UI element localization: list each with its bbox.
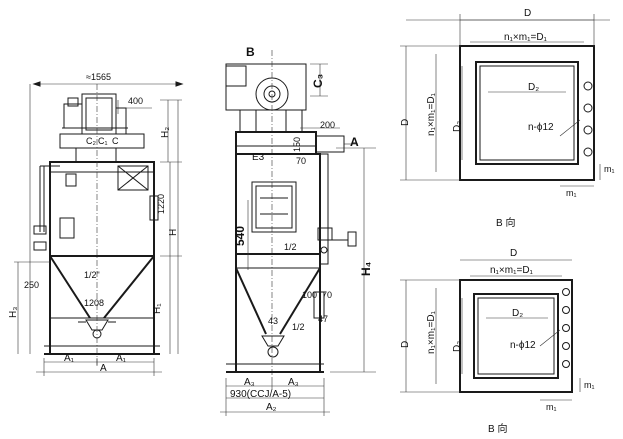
label-half-bottom: 1/2 [292,322,305,332]
bottom-caption: B 向 [488,422,507,435]
top-m1-side: m₁ [604,164,615,174]
label-h1: H₁ [152,303,163,314]
dim-1565: ≈1565 [86,72,111,82]
label-a3-right: A₃ [288,377,299,388]
label-h4: H₄ [359,261,373,276]
label-70-bottom: 70 [322,290,332,300]
label-100: 100 [302,290,317,300]
bottom-nm: n₁×m₁=D₁ [426,310,437,354]
label-47: 47 [318,314,328,324]
top-caption: B 向 [496,216,515,229]
label-e3: E3 [252,152,265,163]
label-c2: C₂ [86,136,96,146]
label-540: 540 [233,226,247,246]
label-250: 250 [24,280,39,290]
label-half-inch: 1/2" [84,270,100,280]
middle-elevation-view: B C₃ 200 A E3 150 70 540 1/2 H₄ 100 70 4… [220,45,376,416]
bottom-n-phi: n-ϕ12 [510,340,536,351]
label-c1: C₁ [98,136,108,146]
label-200: 200 [320,120,335,130]
top-m1: m₁ [566,188,577,198]
label-a2: A₂ [266,402,277,413]
bottom-d2-inner: D₂ [512,308,523,319]
top-n-phi: n-ϕ12 [528,122,554,133]
label-a: A [100,363,107,374]
label-c3: C₃ [311,74,325,88]
label-a1-right: A₁ [116,353,127,364]
top-nm: n₁×m₁=D₁ [426,92,437,136]
top-n1m1: n₁×m₁=D₁ [504,32,548,43]
top-d2-inner: D₂ [528,82,539,93]
label-b: B [246,45,255,59]
bottom-m1-side: m₁ [584,380,595,390]
label-150: 150 [292,137,302,152]
top-d-side: D [400,119,411,126]
bottom-n1m1: n₁×m₁=D₁ [490,265,534,276]
bottom-d-side: D [400,341,411,348]
bottom-d: D [510,248,517,259]
label-h3: H₃ [8,307,19,318]
dim-400: 400 [128,96,143,106]
label-half: 1/2 [284,242,297,252]
left-elevation-view: ≈1565 400 C₂ C₁ C H₂ 1220 H 1/2" 250 120… [8,72,184,376]
label-70-top: 70 [296,156,306,166]
label-h: H [168,229,179,236]
label-a-inlet: A [350,135,359,149]
bottom-m1: m₁ [546,402,557,412]
top-d2-side: D₂ [452,121,463,132]
label-a1-left: A₁ [64,353,75,364]
label-43: 43 [268,316,278,326]
label-c: C [112,136,119,146]
label-1208: 1208 [84,298,104,308]
plan-view-top: D n₁×m₁=D₁ D₂ D n₁×m₁=D₁ D₂ n-ϕ12 m₁ m₁ … [400,8,615,229]
label-a3-left: A₃ [244,377,255,388]
bottom-d2-side: D₂ [452,341,463,352]
top-d: D [524,8,531,19]
label-h2: H₂ [160,127,171,138]
label-1220: 1220 [156,194,166,214]
label-930: 930(CCJ/A-5) [230,389,291,400]
plan-view-bottom: D n₁×m₁=D₁ D₂ D n₁×m₁=D₁ D₂ n-ϕ12 m₁ m₁ … [400,248,595,435]
